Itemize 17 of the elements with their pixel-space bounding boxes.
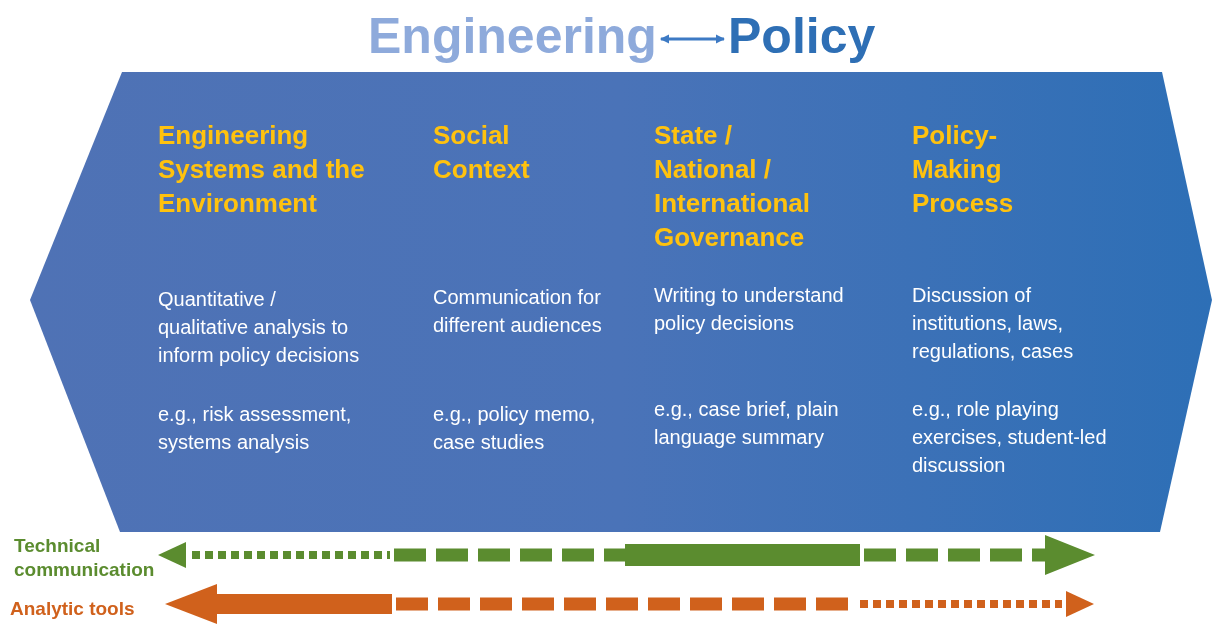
column-description: Discussion of institutions, laws, regulations, cases	[912, 283, 1075, 364]
axis-label: Analytic tools	[10, 597, 136, 621]
column-description: Writing to understand policy decisions	[654, 283, 845, 336]
column-heading: Social Context	[433, 119, 531, 186]
column-heading: Engineering Systems and the Environment	[158, 119, 366, 220]
column-heading: State / National / International Governance	[654, 119, 811, 254]
title-word: Engineering	[368, 8, 657, 64]
column-description: Quantitative / qualitative analysis to inform policy decisions	[158, 287, 361, 368]
column-description: Communication for different audiences	[433, 285, 603, 338]
title-word: Policy	[728, 8, 876, 64]
column-examples: e.g., case brief, plain language summary	[654, 397, 840, 450]
axis-label: Technical communication	[14, 534, 156, 582]
double-arrow	[660, 34, 725, 44]
column-examples: e.g., policy memo, case studies	[433, 402, 597, 455]
column-examples: e.g., role playing exercises, student-led discussion	[912, 397, 1108, 478]
column-examples: e.g., risk assessment, systems analysis	[158, 402, 353, 455]
column-heading: Policy-Making Process	[912, 119, 1015, 220]
